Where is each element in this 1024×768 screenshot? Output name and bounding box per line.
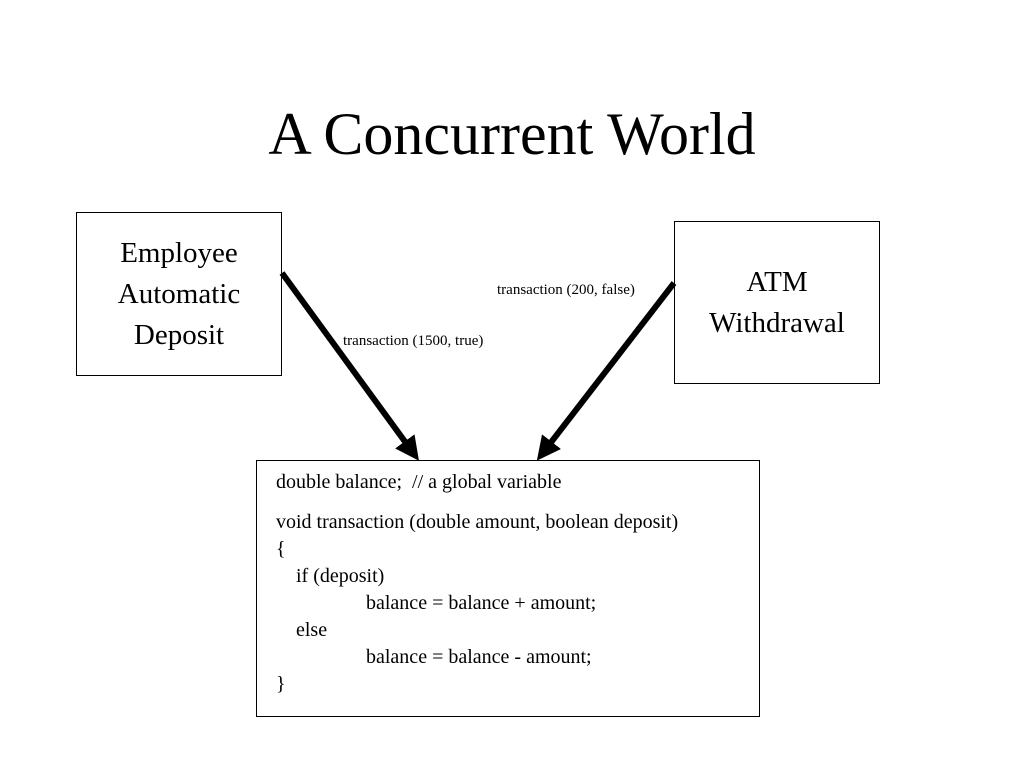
code-line: }: [276, 673, 286, 695]
employee-to-code-arrow: [279, 271, 419, 461]
code-line: if (deposit): [276, 565, 385, 587]
employee-automatic-deposit-box: Employee Automatic Deposit: [76, 212, 282, 376]
slide-title: A Concurrent World: [268, 101, 756, 167]
atm-box-line: Withdrawal: [709, 306, 845, 339]
code-line: double balance; // a global variable: [276, 471, 562, 493]
employee-box-line: Automatic: [117, 277, 241, 310]
atm-transaction-label: transaction (200, false): [497, 282, 635, 298]
employee-box-line: Deposit: [133, 318, 225, 351]
atm-withdrawal-box: ATM Withdrawal: [674, 221, 880, 384]
code-line: balance = balance + amount;: [276, 592, 597, 614]
atm-box-line: ATM: [746, 265, 808, 298]
employee-transaction-label: transaction (1500, true): [343, 333, 484, 349]
code-line: else: [276, 619, 328, 641]
employee-box-line: Employee: [120, 236, 238, 269]
atm-to-code-arrow: [536, 281, 677, 461]
code-line: {: [276, 538, 286, 560]
code-box: double balance; // a global variable voi…: [256, 460, 760, 717]
code-line: void transaction (double amount, boolean…: [276, 511, 679, 533]
code-line: balance = balance - amount;: [276, 646, 592, 668]
